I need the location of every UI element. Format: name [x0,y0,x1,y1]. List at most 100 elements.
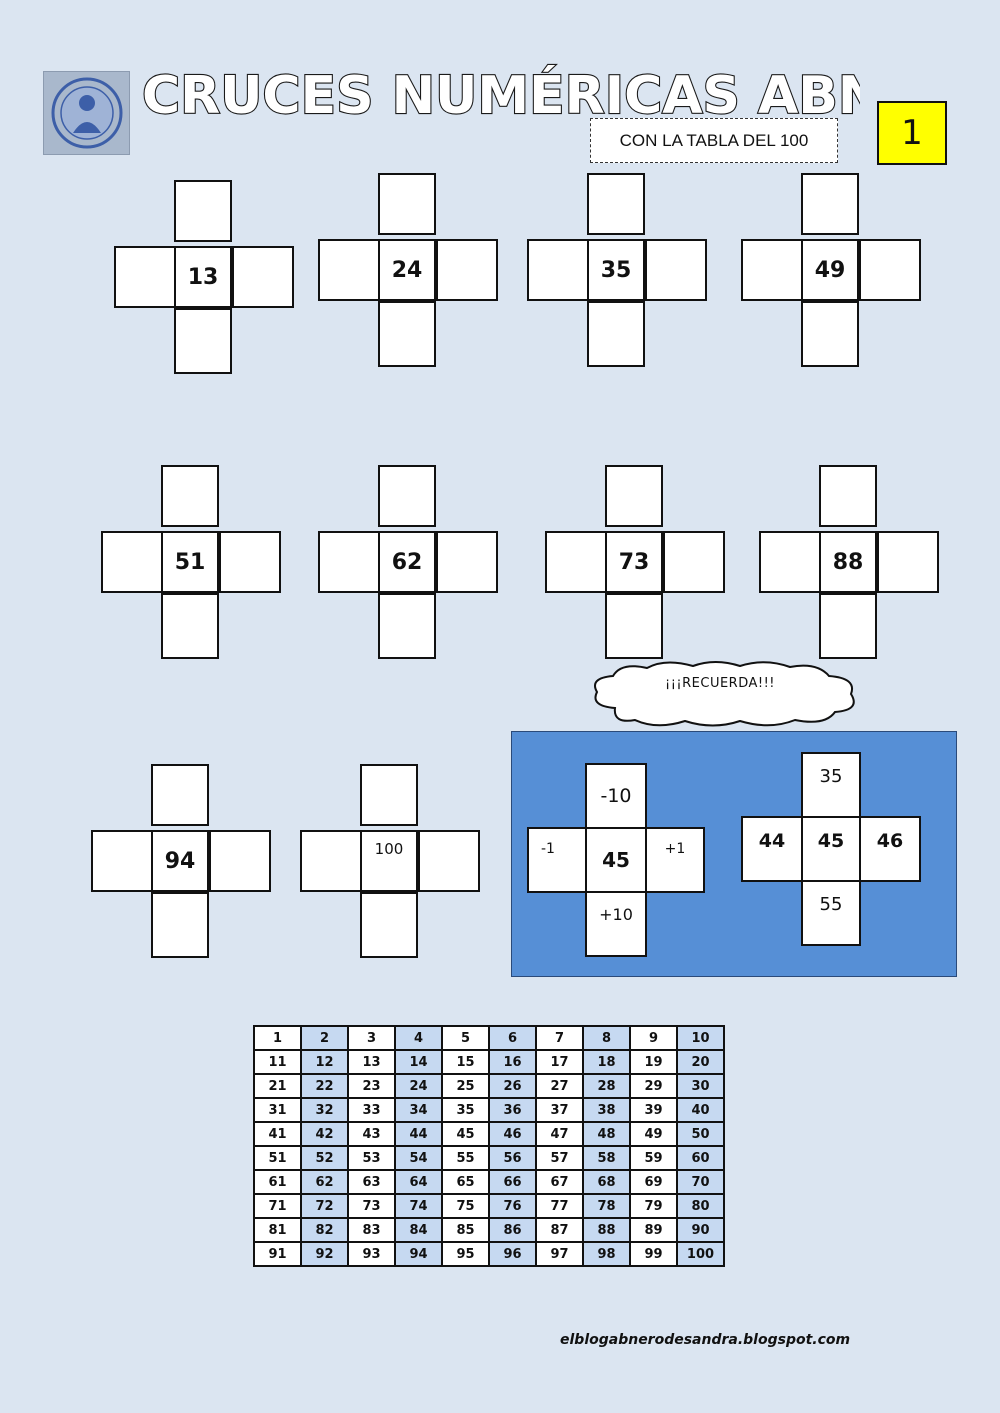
table-cell: 61 [253,1169,302,1195]
table-cell: 50 [676,1121,725,1147]
cross-cell-left[interactable] [318,531,380,593]
thought-cloud [594,661,855,727]
cross-cell-left[interactable] [741,239,803,301]
cross-center-number: 100 [374,840,404,858]
cross-center-number: 49 [814,257,846,283]
cross-cell-right[interactable] [436,239,498,301]
table-cell: 7 [535,1025,584,1051]
cross-cell-left[interactable] [318,239,380,301]
table-cell: 37 [535,1097,584,1123]
table-cell: 83 [347,1217,396,1243]
table-cell: 2 [300,1025,349,1051]
cross-cell-bottom[interactable] [819,593,877,659]
table-cell: 77 [535,1193,584,1219]
cross-cell-right[interactable] [418,830,480,892]
cross-cell-bottom[interactable] [587,301,645,367]
table-cell: 43 [347,1121,396,1147]
cross-cell-top[interactable] [801,173,859,235]
table-cell: 38 [582,1097,631,1123]
example-cell-left: 44 [741,816,803,882]
table-cell: 24 [394,1073,443,1099]
cross-center-number: 94 [164,848,196,874]
table-cell: 41 [253,1121,302,1147]
cross-cell-left[interactable] [545,531,607,593]
cross-cell-right[interactable] [232,246,294,308]
cross-cell-left[interactable] [527,239,589,301]
cross-cell-top[interactable] [819,465,877,527]
cloud-text: ¡¡¡RECUERDA!!! [664,676,776,691]
table-cell: 47 [535,1121,584,1147]
cross-cell-right[interactable] [436,531,498,593]
cross-center-number: 51 [174,549,206,575]
cross-cell-right[interactable] [859,239,921,301]
table-cell: 86 [488,1217,537,1243]
table-cell: 62 [300,1169,349,1195]
table-cell: 9 [629,1025,678,1051]
cross-cell-top[interactable] [360,764,418,826]
cross-cell-bottom[interactable] [174,308,232,374]
page-title-text: CRUCES NUMÉRICAS ABN [142,65,860,126]
table-cell: 60 [676,1145,725,1171]
cross-cell-right[interactable] [209,830,271,892]
cross-cell-top[interactable] [174,180,232,242]
table-cell: 92 [300,1241,349,1267]
table-cell: 1 [253,1025,302,1051]
table-cell: 71 [253,1193,302,1219]
cross-cell-left[interactable] [91,830,153,892]
cross-cell-right[interactable] [219,531,281,593]
cross-cell-bottom[interactable] [360,892,418,958]
number-cross: 49 [741,173,921,367]
cross-cell-top[interactable] [161,465,219,527]
number-cross: 24 [318,173,498,367]
table-cell: 31 [253,1097,302,1123]
cross-cell-center: 94 [151,830,209,892]
table-cell: 88 [582,1217,631,1243]
number-cross: 73 [545,465,725,659]
cross-cell-bottom[interactable] [605,593,663,659]
number-cross: 13 [114,180,294,374]
table-cell: 99 [629,1241,678,1267]
page-number-badge: 1 [877,101,947,165]
cross-cell-right[interactable] [877,531,939,593]
cross-cell-bottom[interactable] [801,301,859,367]
cross-cell-bottom[interactable] [151,892,209,958]
table-cell: 19 [629,1049,678,1075]
cross-cell-top[interactable] [151,764,209,826]
table-cell: 89 [629,1217,678,1243]
table-cell: 72 [300,1193,349,1219]
cross-cell-left[interactable] [114,246,176,308]
table-cell: 64 [394,1169,443,1195]
cross-cell-left[interactable] [300,830,362,892]
cross-cell-top[interactable] [587,173,645,235]
number-cross: 51 [101,465,281,659]
rule-cell-right: +1 [645,827,705,893]
cross-cell-left[interactable] [101,531,163,593]
cross-cell-top[interactable] [378,465,436,527]
cross-cell-right[interactable] [663,531,725,593]
example-cell-right: 46 [859,816,921,882]
table-cell: 57 [535,1145,584,1171]
table-cell: 15 [441,1049,490,1075]
cross-cell-top[interactable] [378,173,436,235]
number-cross: 88 [759,465,939,659]
cross-cell-left[interactable] [759,531,821,593]
cross-cell-top[interactable] [605,465,663,527]
table-cell: 29 [629,1073,678,1099]
table-cell: 74 [394,1193,443,1219]
cross-cell-bottom[interactable] [161,593,219,659]
example-bottom-number: 55 [819,894,843,915]
cross-cell-bottom[interactable] [378,301,436,367]
table-cell: 95 [441,1241,490,1267]
table-cell: 42 [300,1121,349,1147]
table-cell: 56 [488,1145,537,1171]
cross-cell-center: 35 [587,239,645,301]
cross-cell-right[interactable] [645,239,707,301]
table-cell: 3 [347,1025,396,1051]
table-cell: 21 [253,1073,302,1099]
table-cell: 4 [394,1025,443,1051]
cross-cell-bottom[interactable] [378,593,436,659]
teacher-avatar-icon [51,77,122,149]
example-left-number: 44 [758,830,786,852]
cross-cell-center: 100 [360,830,418,892]
